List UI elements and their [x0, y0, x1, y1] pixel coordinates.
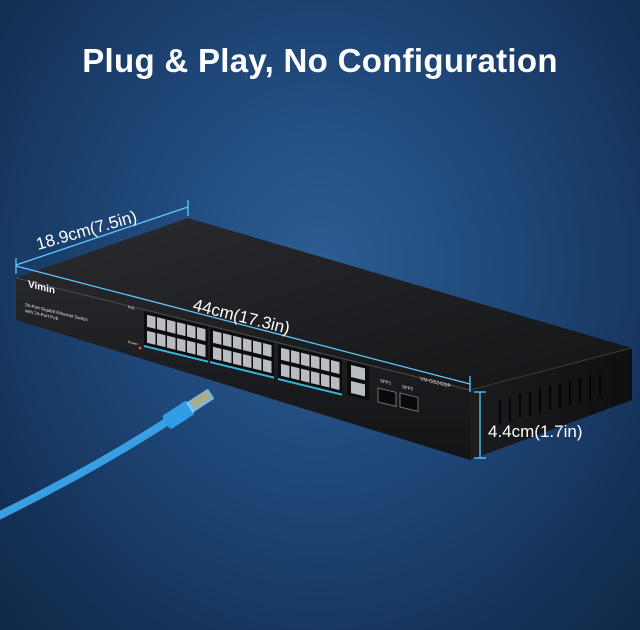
poe-led-label: PoE	[128, 305, 135, 311]
switch-top-face	[16, 218, 632, 390]
uplink-port-group	[347, 361, 369, 401]
ethernet-cable	[0, 417, 172, 520]
height-dimension	[474, 391, 486, 459]
cable-boot	[162, 389, 214, 429]
height-label: 4.4cm(1.7in)	[488, 422, 582, 441]
power-led	[138, 346, 142, 350]
sfp-port-1	[377, 387, 397, 408]
power-led-label: Power	[128, 340, 139, 347]
sfp-port-2	[399, 392, 419, 413]
headline: Plug & Play, No Configuration	[82, 42, 558, 79]
rj45-port-group-2	[210, 327, 274, 379]
rj45-port-group-3	[278, 344, 342, 396]
width-dimension	[15, 265, 471, 392]
side-vents	[498, 373, 602, 424]
sfp1-label: SFP1	[380, 378, 392, 386]
rj45-port-group-1	[144, 311, 208, 363]
sfp2-label: SFP2	[402, 384, 414, 392]
